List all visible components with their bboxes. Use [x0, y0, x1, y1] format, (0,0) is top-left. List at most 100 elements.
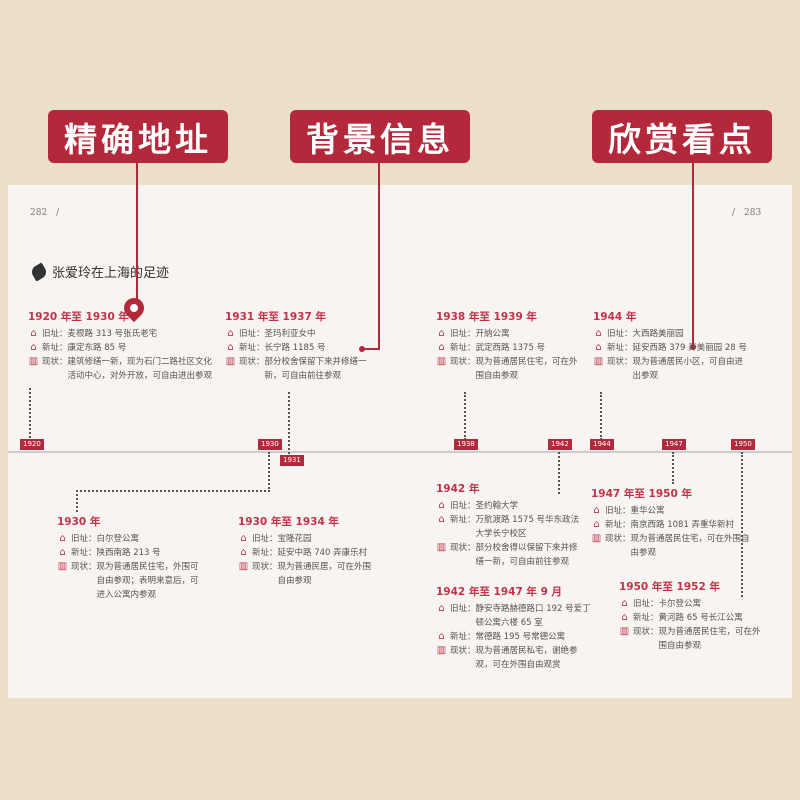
entry-period: 1944 年: [593, 311, 637, 323]
row-value: 现为普通居民住宅，可在外围自由参观: [658, 627, 761, 651]
row-value: 静安寺路赫德路口 192 号爱丁顿公寓六楼 65 室: [475, 604, 591, 628]
row-label: 新址：: [450, 515, 476, 525]
entry-row-status: ▥现状：现为普通居民住宅，可在外围自由参观: [619, 625, 769, 653]
row-label: 新址：: [42, 343, 68, 353]
entry-row-new: ⌂新址：南京西路 1081 弄重华新村: [591, 518, 751, 532]
entry-period: 1938 年至 1939 年: [436, 311, 537, 323]
row-label: 旧址：: [633, 599, 659, 609]
entry-row-status: ▥现状：现为普通居民小区，可自由进出参观: [593, 355, 748, 383]
row-label: 旧址：: [607, 329, 633, 339]
ink-brush-icon: [29, 261, 49, 282]
row-value: 圣玛利亚女中: [264, 329, 316, 339]
entry-row-old: ⌂ 旧址：开纳公寓: [436, 327, 586, 341]
building-icon: ▥: [619, 626, 630, 637]
new-house-icon: ⌂: [438, 342, 445, 353]
year-marker: 1942: [548, 439, 572, 450]
row-value: 现为普通居民住宅，可在外围自由参观: [475, 357, 578, 381]
year-marker: 1944: [590, 439, 614, 450]
old-house-icon: ⌂: [595, 328, 602, 339]
entry-row-old: ⌂旧址：重华公寓: [591, 504, 751, 518]
timeline-entry: 1930 年至 1934 年 ⌂旧址：宝隆花园⌂ 新址：延安中路 740 弄康乐村 ▥…: [238, 515, 378, 588]
entry-row-status: ▥现状：建筑修缮一新，现为石门二路社区文化活动中心，对外开放，可自由进出参观: [28, 355, 213, 383]
year-marker: 1950: [731, 439, 755, 450]
row-label: 旧址：: [450, 329, 476, 339]
entry-row-old: ⌂旧址：宝隆花园: [238, 532, 378, 546]
callout-line: [136, 162, 138, 302]
old-house-icon: ⌂: [438, 328, 445, 339]
page-number-right: / 283: [732, 208, 762, 218]
row-label: 现状：: [71, 562, 97, 572]
year-marker: 1931: [280, 455, 304, 466]
row-label: 旧址：: [239, 329, 265, 339]
building-icon: ▥: [225, 356, 236, 367]
entry-row-status: ▥现状：现为普通民居，可在外围自由参观: [238, 560, 378, 588]
old-house-icon: ⌂: [59, 533, 66, 544]
row-value: 延安中路 740 弄康乐村: [277, 548, 368, 558]
new-house-icon: ⌂: [240, 547, 247, 558]
row-label: 现状：: [450, 543, 476, 553]
building-icon: ▥: [436, 542, 447, 553]
year-marker: 1930: [258, 439, 282, 450]
tag-precise-address: 精确地址: [48, 110, 228, 163]
row-value: 开纳公寓: [475, 329, 510, 339]
row-value: 大西路美丽园: [632, 329, 684, 339]
row-value: 现为普通民居，可在外围自由参观: [277, 562, 372, 586]
connector: [600, 392, 602, 440]
row-label: 现状：: [252, 562, 278, 572]
entry-row-new: ⌂新址：陕西南路 213 号: [57, 546, 207, 560]
entry-row-new: ⌂新址：延安西路 379 弄美丽园 28 号: [593, 341, 748, 355]
row-value: 现为普通居民住宅，外围可自由参观；表明来意后，可进入公寓内参观: [96, 562, 199, 600]
timeline-entry: 1942 年至 1947 年 9 月⌂旧址：静安寺路赫德路口 192 号爱丁顿公…: [436, 585, 591, 672]
entry-period: 1930 年至 1934 年: [238, 516, 339, 528]
row-value: 建筑修缮一新，现为石门二路社区文化活动中心，对外开放，可自由进出参观: [67, 357, 213, 381]
building-icon: ▥: [593, 356, 604, 367]
connector: [268, 452, 270, 492]
old-house-icon: ⌂: [240, 533, 247, 544]
entry-row-old: ⌂旧址：麦根路 313 号张氏老宅: [28, 327, 213, 341]
entry-period: 1950 年至 1952 年: [619, 581, 720, 593]
entry-row-new: ⌂新址：武定西路 1375 号: [436, 341, 586, 355]
entry-row-status: ▥现状：现为普通居民住宅，外围可自由参观；表明来意后，可进入公寓内参观: [57, 560, 207, 602]
row-label: 新址：: [252, 548, 278, 558]
entry-row-status: ▥现状：现为普通居民住宅，可在外围自由参观: [436, 355, 586, 383]
row-value: 南京西路 1081 弄重华新村: [630, 520, 735, 530]
entry-row-status: ▥现状：现为普通居民私宅，谢绝参观，可在外围自由观赏: [436, 644, 591, 672]
page-number-left: 282 /: [30, 208, 60, 218]
row-value: 现为普通居民住宅，可在外围自由参观: [630, 534, 750, 558]
row-value: 卡尔登公寓: [658, 599, 702, 609]
tag-background-info: 背景信息: [290, 110, 470, 163]
entry-period: 1942 年: [436, 483, 480, 495]
connector: [558, 452, 560, 494]
title-text: 张爱玲在上海的足迹: [52, 266, 170, 281]
new-house-icon: ⌂: [593, 519, 600, 530]
row-label: 旧址：: [450, 501, 476, 511]
row-label: 现状：: [42, 357, 68, 367]
timeline-entry: 1944 年 ⌂ 旧址：大西路美丽园 ⌂新址：延安西路 379 弄美丽园 28 号▥现…: [593, 310, 748, 383]
row-value: 部分校舍得以保留下来并修缮一新，可自由前往参观: [475, 543, 578, 567]
row-label: 旧址：: [605, 506, 631, 516]
row-label: 现状：: [450, 357, 476, 367]
callout-line: [362, 348, 380, 350]
page-title: 张爱玲在上海的足迹: [29, 261, 170, 282]
timeline-entry: 1930 年⌂旧址：白尔登公寓⌂新址：陕西南路 213 号▥现状：现为普通居民住…: [57, 515, 207, 602]
connector: [76, 490, 270, 492]
connector: [464, 392, 466, 440]
connector: [288, 392, 290, 454]
old-house-icon: ⌂: [621, 598, 628, 609]
timeline-entry: 1920 年至 1930 年⌂旧址：麦根路 313 号张氏老宅⌂新址：康定东路 …: [28, 310, 213, 383]
row-value: 麦根路 313 号张氏老宅: [67, 329, 158, 339]
year-marker: 1920: [20, 439, 44, 450]
new-house-icon: ⌂: [438, 514, 445, 525]
callout-dot: [359, 346, 365, 352]
entry-row-old: ⌂ 旧址：大西路美丽园: [593, 327, 748, 341]
new-house-icon: ⌂: [59, 547, 66, 558]
entry-row-new: ⌂新址：万航渡路 1575 号华东政法大学长宁校区: [436, 513, 586, 541]
row-value: 宝隆花园: [277, 534, 312, 544]
row-label: 现状：: [450, 646, 476, 656]
row-label: 新址：: [239, 343, 265, 353]
callout-dot: [690, 344, 696, 350]
connector: [29, 388, 31, 446]
row-value: 白尔登公寓: [96, 534, 140, 544]
callout-line: [378, 162, 380, 349]
row-label: 新址：: [71, 548, 97, 558]
